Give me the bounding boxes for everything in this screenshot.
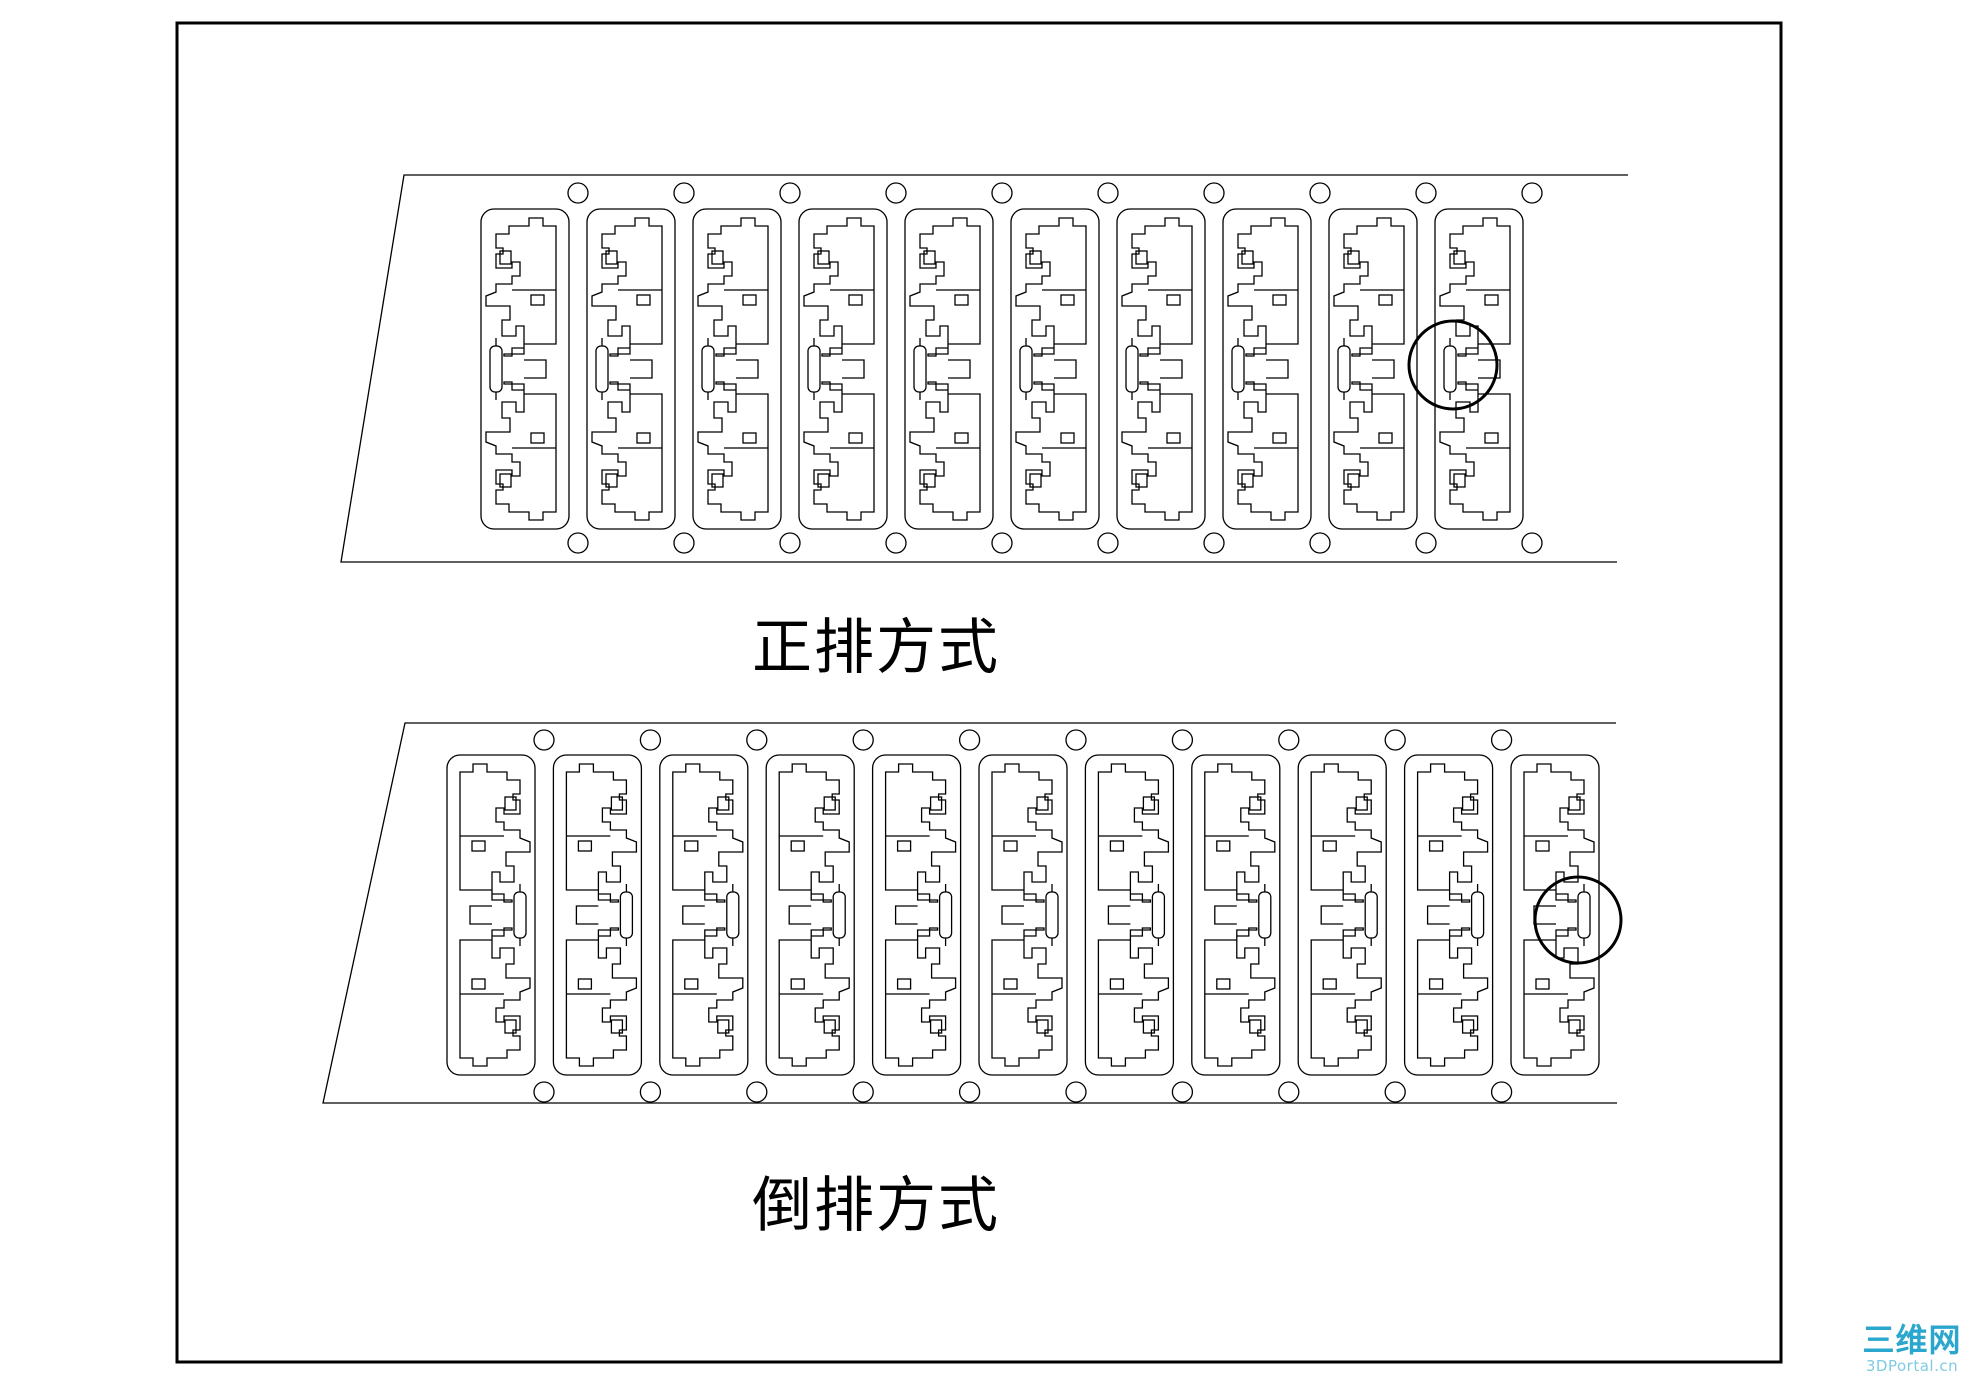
part-cell bbox=[1117, 209, 1205, 529]
pilot-hole bbox=[1171, 1081, 1194, 1103]
pilot-hole bbox=[1171, 729, 1194, 751]
pilot-hole bbox=[639, 1081, 662, 1103]
pilot-hole bbox=[885, 532, 907, 554]
pilot-hole bbox=[1384, 1081, 1406, 1103]
pilot-hole bbox=[1278, 729, 1300, 751]
pilot-hole bbox=[1309, 532, 1331, 554]
pilot-hole bbox=[1065, 1081, 1087, 1103]
pilot-hole bbox=[673, 182, 695, 204]
highlight-circle bbox=[1407, 319, 1499, 411]
part-cell bbox=[905, 209, 993, 529]
bottom-strip-label: 倒排方式 bbox=[752, 1173, 1000, 1239]
pilot-hole bbox=[1415, 182, 1437, 204]
pilot-hole bbox=[1490, 1081, 1513, 1103]
pilot-hole bbox=[1309, 182, 1331, 204]
part-cell bbox=[660, 755, 748, 1075]
pilot-hole bbox=[673, 532, 695, 554]
part-cell bbox=[1405, 755, 1493, 1075]
part-cell bbox=[979, 755, 1067, 1075]
part-cell bbox=[587, 209, 675, 529]
strip-outline bbox=[340, 174, 1628, 563]
strips-layer bbox=[322, 174, 1628, 1104]
pilot-hole bbox=[1097, 532, 1119, 554]
highlight-circle bbox=[1533, 875, 1623, 965]
pilot-hole bbox=[779, 532, 801, 554]
pilot-hole bbox=[639, 729, 662, 751]
pilot-hole bbox=[567, 182, 589, 204]
pilot-hole bbox=[533, 729, 555, 751]
pilot-hole bbox=[1415, 532, 1437, 554]
part-cell bbox=[481, 209, 569, 529]
watermark-site: 3DPortal.cn bbox=[1865, 1357, 1959, 1375]
part-cell bbox=[1435, 209, 1523, 529]
pilot-hole bbox=[1203, 182, 1225, 204]
top-strip-label: 正排方式 bbox=[752, 615, 1000, 681]
part-cell bbox=[1192, 755, 1280, 1075]
pilot-hole bbox=[1203, 532, 1225, 554]
watermark-logo: 三维网 bbox=[1862, 1321, 1962, 1359]
pilot-hole bbox=[1490, 729, 1513, 751]
part-cell bbox=[553, 755, 641, 1075]
part-cell bbox=[1011, 209, 1099, 529]
pilot-hole bbox=[533, 1081, 555, 1103]
strip-outline bbox=[322, 722, 1617, 1104]
part-cell bbox=[1085, 755, 1173, 1075]
pilot-hole bbox=[991, 532, 1013, 554]
pilot-hole bbox=[958, 729, 981, 751]
part-cell bbox=[1511, 755, 1599, 1075]
pilot-hole bbox=[852, 1081, 874, 1103]
pilot-hole bbox=[1065, 729, 1087, 751]
watermark: 三维网 3DPortal.cn bbox=[1858, 1324, 1966, 1374]
part-cell bbox=[799, 209, 887, 529]
part-cell bbox=[1329, 209, 1417, 529]
pilot-hole bbox=[885, 182, 907, 204]
strip-top bbox=[340, 174, 1628, 563]
part-cell bbox=[873, 755, 961, 1075]
pilot-hole bbox=[991, 182, 1013, 204]
pilot-hole bbox=[746, 729, 768, 751]
pilot-hole bbox=[852, 729, 874, 751]
pilot-hole bbox=[567, 532, 589, 554]
pilot-hole bbox=[746, 1081, 768, 1103]
pilot-hole bbox=[1521, 532, 1543, 554]
part-cell bbox=[447, 755, 535, 1075]
pilot-hole bbox=[1097, 182, 1119, 204]
pilot-hole bbox=[779, 182, 801, 204]
pilot-hole bbox=[1278, 1081, 1300, 1103]
pilot-hole bbox=[1521, 182, 1543, 204]
part-cell bbox=[1223, 209, 1311, 529]
part-cell bbox=[693, 209, 781, 529]
part-cell bbox=[766, 755, 854, 1075]
pilot-hole bbox=[1384, 729, 1406, 751]
pilot-hole bbox=[958, 1081, 981, 1103]
part-cell bbox=[1298, 755, 1386, 1075]
strip-bottom bbox=[322, 722, 1623, 1104]
drawing-frame bbox=[175, 21, 1783, 1364]
